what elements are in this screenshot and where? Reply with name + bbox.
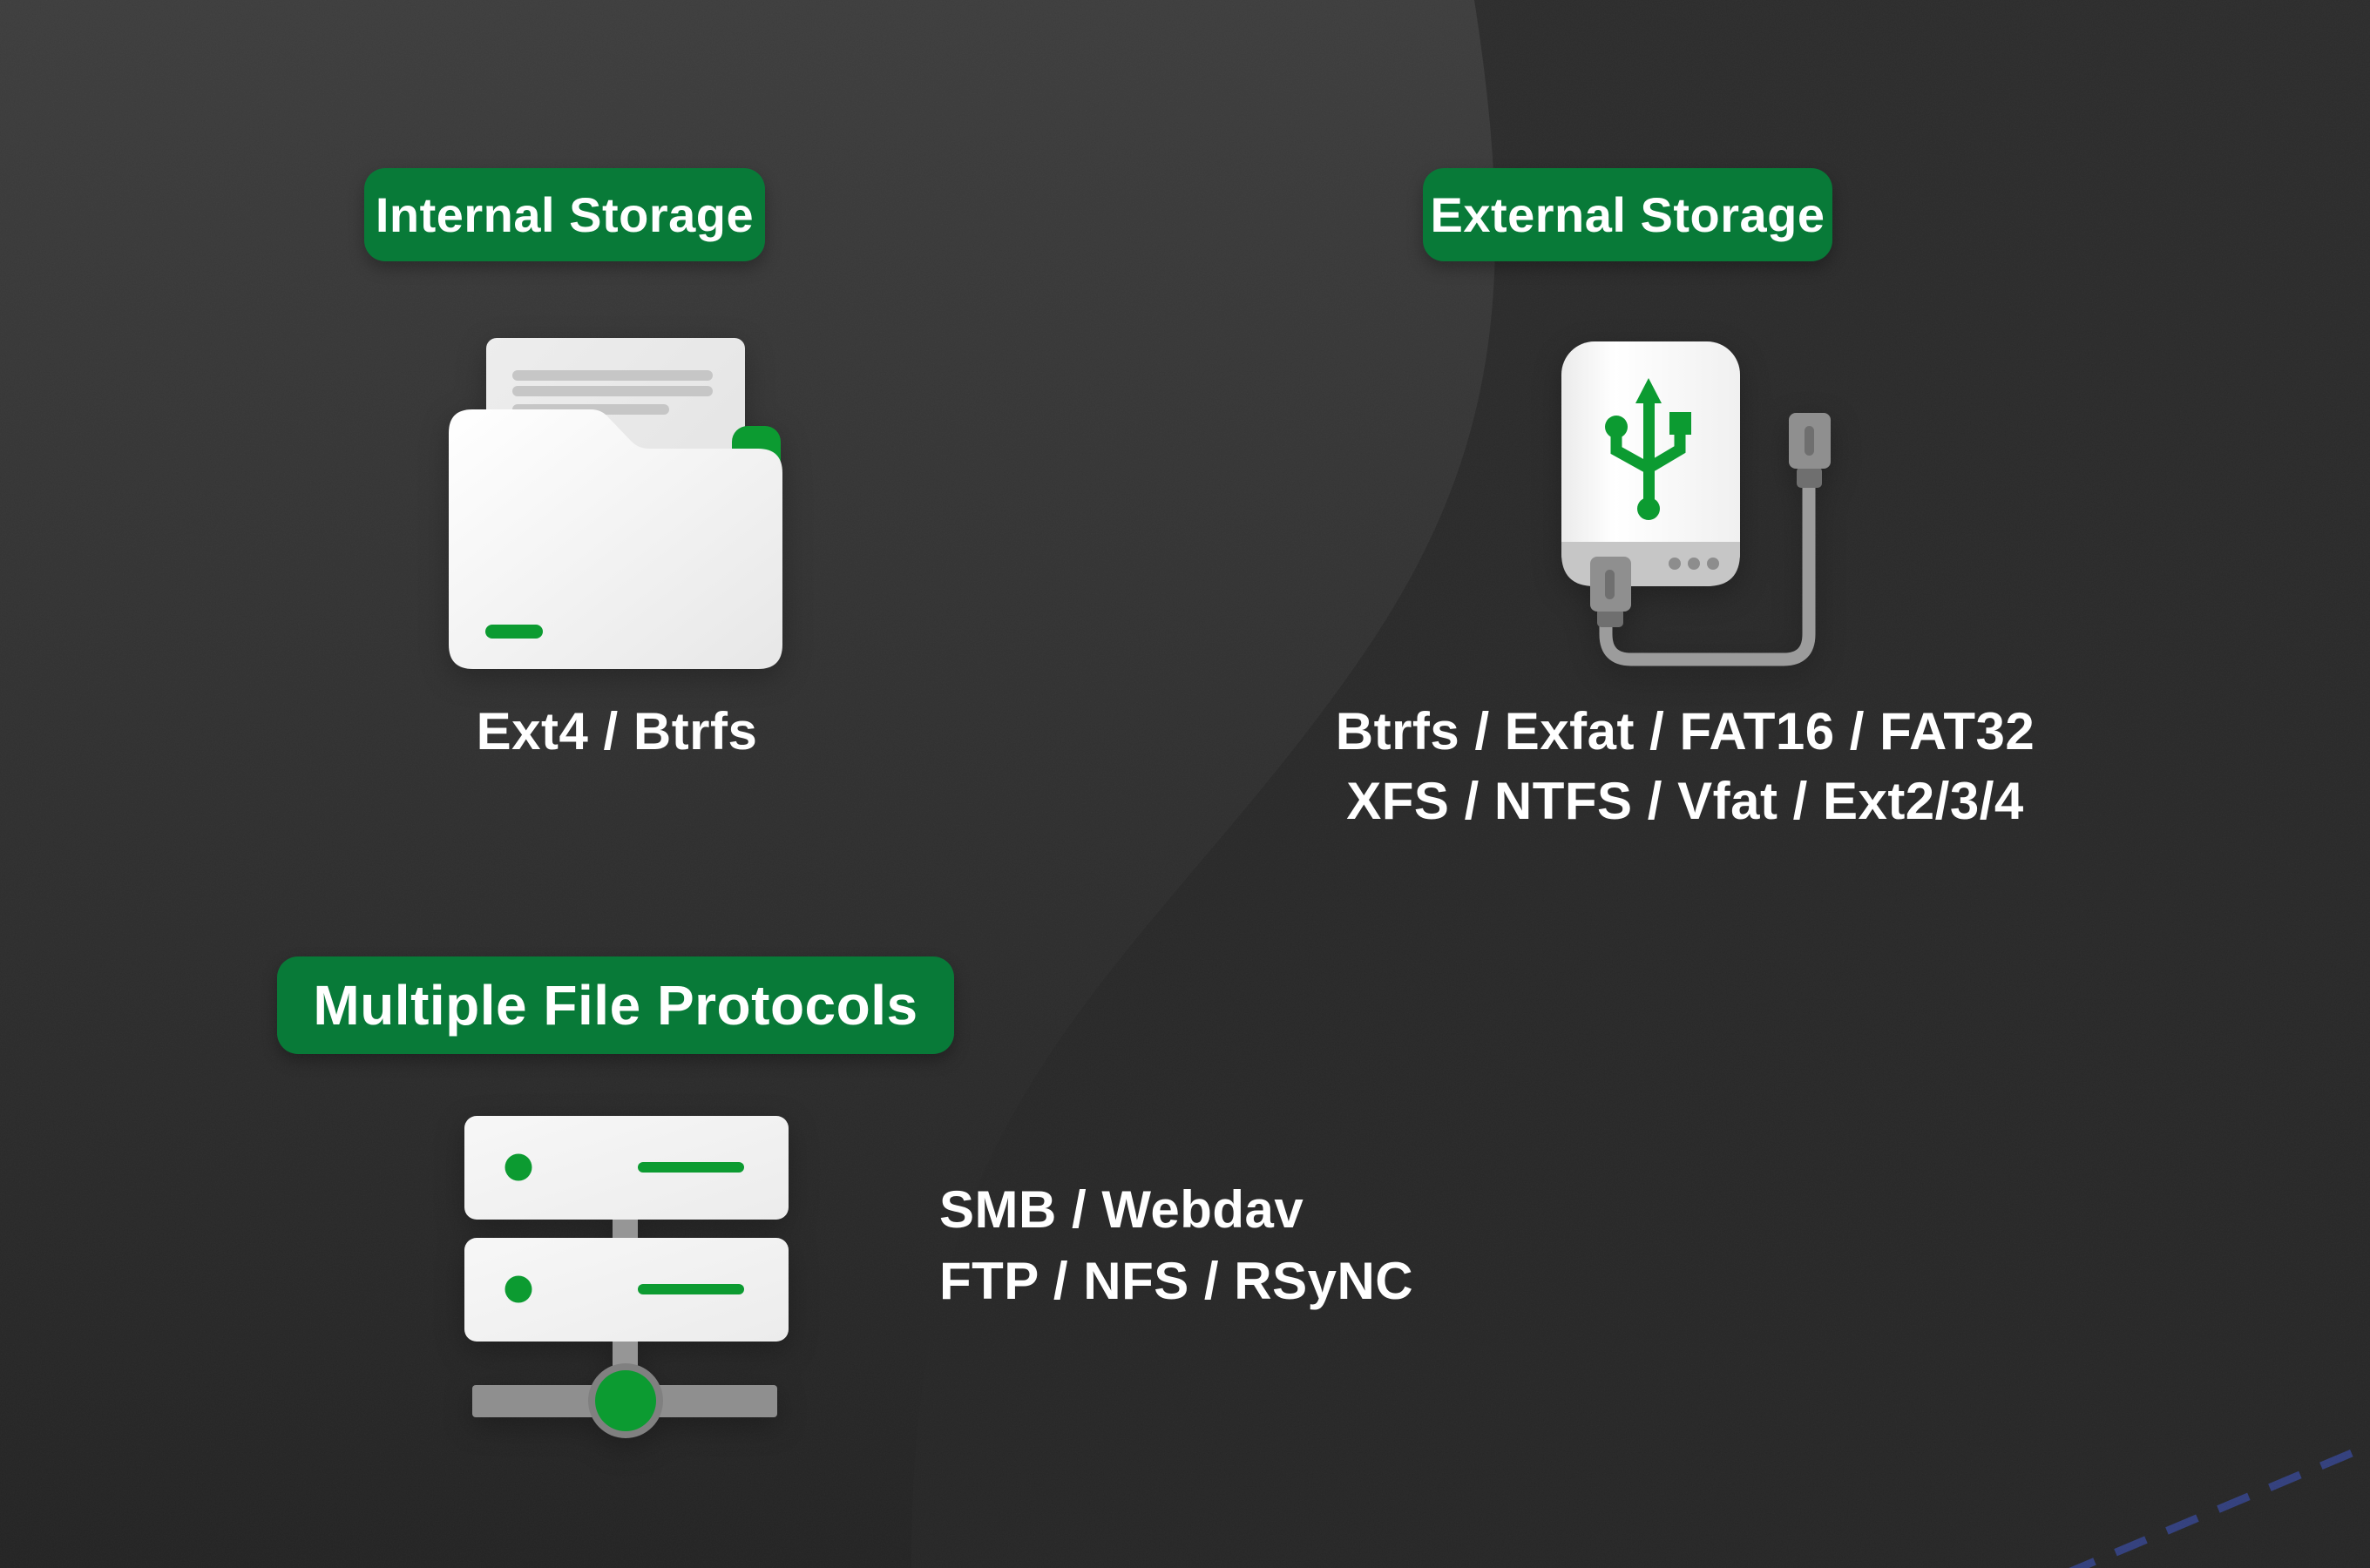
server-unit-2: [464, 1238, 789, 1342]
external-storage-caption-line-2: XFS / NTFS / Vfat / Ext2/3/4: [1346, 772, 2024, 830]
usb-plug-left: [1590, 557, 1631, 627]
file-protocols-caption: SMB / Webdav FTP / NFS / RSyNC: [939, 1174, 1413, 1317]
network-node-circle: [595, 1370, 656, 1431]
file-protocols-badge: Multiple File Protocols: [277, 956, 954, 1054]
usb-plug-right: [1789, 413, 1831, 488]
external-storage-badge-label: External Storage: [1430, 187, 1825, 242]
usb-indicator-dots: [1669, 558, 1719, 570]
usb-drive-icon: [1561, 341, 1831, 666]
server-led-1: [504, 1153, 532, 1181]
usb-cable: [1599, 484, 1816, 666]
file-protocols-badge-label: Multiple File Protocols: [313, 974, 918, 1037]
usb-symbol: [1605, 378, 1691, 520]
server-led-2: [504, 1275, 532, 1303]
file-protocols-caption-line-2: FTP / NFS / RSyNC: [939, 1252, 1414, 1310]
server-slot-line-1: [638, 1162, 744, 1173]
server-unit-1: [464, 1116, 789, 1220]
internal-storage-badge-label: Internal Storage: [375, 187, 755, 242]
folder-label-pill: [485, 625, 543, 639]
external-storage-badge: External Storage: [1423, 168, 1832, 261]
external-storage-caption-line-1: Btrfs / Exfat / FAT16 / FAT32: [1335, 702, 2035, 760]
server-icon: [464, 1116, 789, 1438]
server-slot-line-2: [638, 1284, 744, 1294]
folder-icon: [449, 338, 782, 669]
internal-storage-badge: Internal Storage: [364, 168, 765, 261]
external-storage-caption: Btrfs / Exfat / FAT16 / FAT32 XFS / NTFS…: [1336, 697, 2035, 836]
file-protocols-caption-line-1: SMB / Webdav: [939, 1180, 1304, 1239]
internal-storage-caption: Ext4 / Btrfs: [476, 702, 758, 760]
folder-front: [449, 409, 782, 669]
